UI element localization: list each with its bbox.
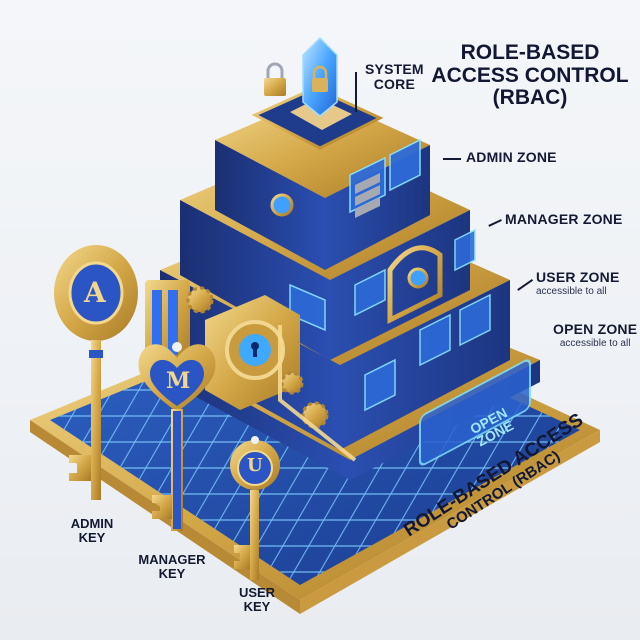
system-core-line2: CORE [373,75,415,92]
admin-key-letter: A [84,276,106,309]
user-key [230,436,280,580]
admin-key-label1: ADMIN [70,516,114,531]
leader-system-core [355,72,357,112]
label-user-key: USER KEY [232,585,282,615]
manager-key [138,342,216,531]
system-core-line1: SYSTEM [365,61,424,77]
label-open-zone: OPEN ZONE accessible to all [553,322,637,349]
user-key-letter: U [247,455,263,476]
user-key-label2: KEY [243,599,271,615]
vault-lock [145,280,357,462]
system-core [251,36,384,150]
manager-key-letter: M [166,368,191,394]
manager-zone-name: MANAGER ZONE [505,211,623,227]
label-manager-key: MANAGER KEY [132,552,212,582]
label-user-zone: USER ZONE accessible to all [536,270,619,297]
title-line2: ACCESS CONTROL [431,63,629,87]
label-system-core: SYSTEM CORE [365,62,424,91]
open-zone-subtitle: accessible to all [559,337,631,349]
title-line3: (RBAC) [492,86,568,110]
user-zone-subtitle: accessible to all [536,285,607,297]
user-zone-name: USER ZONE [536,269,620,285]
main-title: ROLE-BASED ACCESS CONTROL (RBAC) [430,41,630,110]
title-line1: ROLE-BASED [460,41,600,64]
admin-key [54,245,138,500]
label-admin-key: ADMIN KEY [62,516,122,546]
leader-admin-zone [443,158,461,160]
manager-key-label1: MANAGER [138,552,206,567]
admin-zone-name: ADMIN ZONE [466,149,557,165]
open-zone-name: OPEN ZONE [553,321,638,337]
user-key-label1: USER [238,585,276,600]
manager-key-label2: KEY [158,566,186,582]
label-admin-zone: ADMIN ZONE [466,150,557,165]
label-manager-zone: MANAGER ZONE [505,212,623,227]
admin-key-label2: KEY [78,530,106,546]
